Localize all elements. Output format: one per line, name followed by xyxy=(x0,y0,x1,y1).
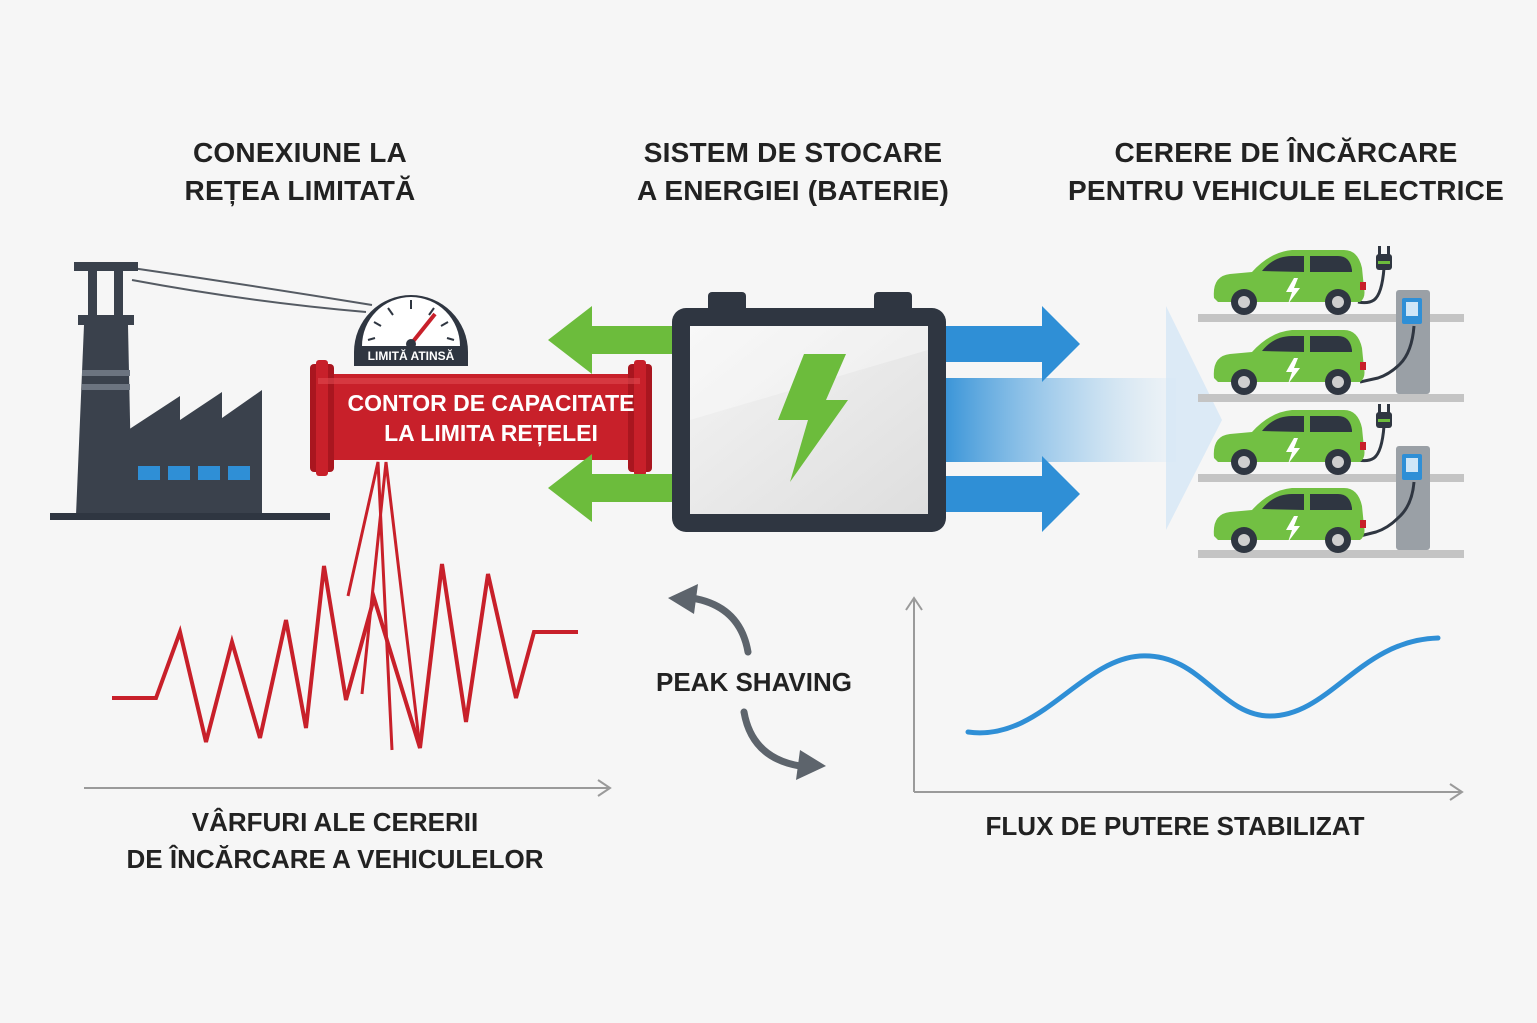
grid-heading-line2: REȚEA LIMITATĂ xyxy=(184,175,416,206)
stable-caption-line1: FLUX DE PUTERE STABILIZAT xyxy=(985,811,1365,841)
electric-car-icon xyxy=(1213,250,1366,315)
electric-car-icon xyxy=(1213,410,1366,475)
ev-heading-line1: CERERE DE ÎNCĂRCARE xyxy=(1114,137,1458,168)
peaks-caption-line2: DE ÎNCĂRCARE A VEHICULELOR xyxy=(126,844,544,874)
storage-heading-line2: A ENERGIEI (BATERIE) xyxy=(636,175,949,206)
grid-connection-heading: CONEXIUNE LA REȚEA LIMITATĂ xyxy=(150,134,450,210)
stable-flow-caption: FLUX DE PUTERE STABILIZAT xyxy=(960,808,1390,845)
peak-demand-chart xyxy=(84,563,612,797)
parking-rows xyxy=(1198,314,1464,558)
demand-peaks-caption: VÂRFURI ALE CERERII DE ÎNCĂRCARE A VEHIC… xyxy=(100,804,570,878)
cycle-arrow-icon xyxy=(668,584,826,780)
power-pylon-icon xyxy=(74,262,138,325)
limit-reached-label: LIMITĂ ATINSĂ xyxy=(367,349,455,363)
power-lines xyxy=(131,267,373,313)
peaks-caption-line1: VÂRFURI ALE CERERII xyxy=(191,807,479,837)
electric-car-icon xyxy=(1213,488,1366,553)
storage-heading-line1: SISTEM DE STOCARE xyxy=(643,137,943,168)
capacity-pipe xyxy=(310,360,652,476)
grid-heading-line1: CONEXIUNE LA xyxy=(193,137,407,168)
pipe-label-line1: CONTOR DE CAPACITATE xyxy=(347,390,635,416)
storage-heading: SISTEM DE STOCARE A ENERGIEI (BATERIE) xyxy=(592,134,994,210)
electric-car-icon xyxy=(1213,330,1366,395)
ev-demand-heading: CERERE DE ÎNCĂRCARE PENTRU VEHICULE ELEC… xyxy=(1062,134,1510,210)
charging-plug-icon xyxy=(1357,246,1392,305)
charging-station-icon xyxy=(1359,290,1430,394)
green-bidirectional-arrows xyxy=(548,306,676,522)
capacity-meter-label: CONTOR DE CAPACITATE LA LIMITA REȚELEI xyxy=(330,388,652,448)
lightning-bolt-icon xyxy=(778,354,848,482)
stabilized-flow-chart xyxy=(905,596,1464,801)
blue-flow-arrows xyxy=(944,306,1222,532)
charging-plug-icon xyxy=(1357,404,1392,463)
pipe-label-line2: LA LIMITA REȚELEI xyxy=(384,420,598,446)
charging-station-icon xyxy=(1359,446,1430,550)
gauge-icon xyxy=(354,295,468,366)
factory-icon xyxy=(50,325,330,520)
peak-shaving-label: PEAK SHAVING xyxy=(656,667,852,697)
ev-heading-line2: PENTRU VEHICULE ELECTRICE xyxy=(1068,175,1504,206)
